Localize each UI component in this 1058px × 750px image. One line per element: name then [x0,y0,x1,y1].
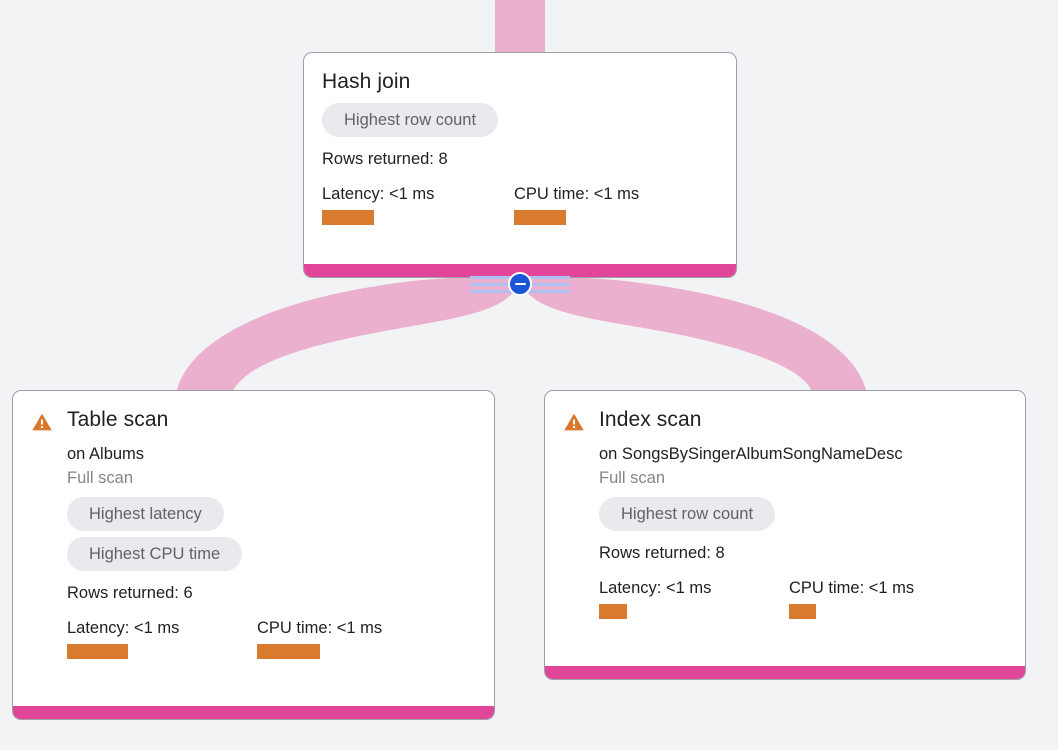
node-subtitle: on Albums [67,445,145,463]
warning-icon [31,411,53,433]
metric-cpu-time: CPU time: <1 ms [257,618,382,659]
node-header: Index scan on SongsBySingerAlbumSongName… [563,407,1007,619]
metric-cpu-time: CPU time: <1 ms [789,578,914,619]
metric-latency: Latency: <1 ms [67,618,257,659]
node-header: Hash join [322,69,718,95]
minus-circle-icon[interactable] [508,272,532,296]
minus-glyph [514,282,526,286]
node-index-scan[interactable]: Index scan on SongsBySingerAlbumSongName… [544,390,1026,680]
node-accent-bar [13,706,494,719]
metrics-row: Latency: <1 ms CPU time: <1 ms [322,184,718,225]
rows-returned: Rows returned: 8 [322,150,448,168]
metric-cpu-time-label: CPU time: <1 ms [257,619,383,637]
node-header: Table scan on Albums Full scan Highest l… [31,407,476,659]
metric-latency-bar [599,604,627,619]
metric-latency-bar [322,210,374,225]
node-hash-join[interactable]: Hash join Highest row count Rows returne… [303,52,737,278]
chip-highest-cpu-time[interactable]: Highest CPU time [67,537,243,571]
flow-edge-to-index-scan [522,277,868,400]
metric-cpu-time-bar [514,210,566,225]
chip-list: Highest row count [599,497,1007,531]
node-title: Table scan [67,408,169,431]
metric-cpu-time: CPU time: <1 ms [514,184,639,225]
node-body: Table scan on Albums Full scan Highest l… [13,391,494,706]
node-scan-type: Full scan [67,469,134,487]
metric-latency: Latency: <1 ms [322,184,514,225]
node-body: Hash join Highest row count Rows returne… [304,53,736,264]
node-accent-bar [304,264,736,277]
collapse-toggle[interactable] [470,271,570,297]
rows-returned: Rows returned: 6 [67,584,193,602]
metric-cpu-time-label: CPU time: <1 ms [514,185,640,203]
node-scan-type: Full scan [599,469,666,487]
chip-highest-row-count[interactable]: Highest row count [322,103,499,137]
node-title: Index scan [599,408,702,431]
metrics-row: Latency: <1 ms CPU time: <1 ms [599,578,1007,619]
warning-icon [563,411,585,433]
metric-latency-label: Latency: <1 ms [599,579,712,597]
chip-list: Highest latency Highest CPU time [67,497,476,571]
chip-highest-latency[interactable]: Highest latency [67,497,224,531]
chip-list: Highest row count [322,103,718,137]
node-title: Hash join [322,70,411,93]
metric-latency: Latency: <1 ms [599,578,789,619]
metrics-row: Latency: <1 ms CPU time: <1 ms [67,618,476,659]
node-subtitle: on SongsBySingerAlbumSongNameDesc [599,445,903,463]
node-body: Index scan on SongsBySingerAlbumSongName… [545,391,1025,666]
metric-latency-label: Latency: <1 ms [67,619,180,637]
node-accent-bar [545,666,1025,679]
node-table-scan[interactable]: Table scan on Albums Full scan Highest l… [12,390,495,720]
metric-latency-bar [67,644,128,659]
rows-returned: Rows returned: 8 [599,544,725,562]
flow-edge-to-table-scan [175,277,518,400]
metric-cpu-time-label: CPU time: <1 ms [789,579,915,597]
chip-highest-row-count[interactable]: Highest row count [599,497,776,531]
metric-latency-label: Latency: <1 ms [322,185,435,203]
metric-cpu-time-bar [789,604,816,619]
inbound-flow-edge [495,0,545,52]
metric-cpu-time-bar [257,644,320,659]
